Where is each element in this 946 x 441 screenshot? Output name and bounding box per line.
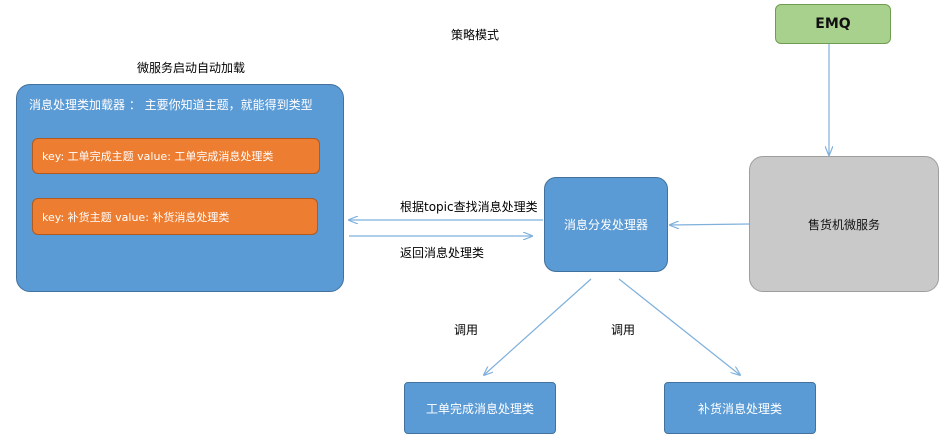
- loader-caption: 微服务启动自动加载: [137, 61, 246, 75]
- restock-handler-node: 补货消息处理类: [664, 382, 816, 434]
- work-order-handler-node: 工单完成消息处理类: [404, 382, 556, 434]
- message-dispatcher-node: 消息分发处理器: [544, 177, 668, 272]
- arrow-vending-to-dispatcher: [670, 224, 750, 225]
- diagram-title: 策略模式: [451, 28, 500, 42]
- edge-label-call-right: 调用: [611, 323, 636, 337]
- arrow-call-restock: [618, 278, 740, 375]
- vending-machine-service-node: 售货机微服务: [749, 156, 939, 292]
- arrow-call-work-order: [484, 278, 592, 375]
- loader-header: 消息处理类加载器 ： 主要你知道主题，就能得到类型: [29, 98, 313, 112]
- edge-label-return: 返回消息处理类: [400, 246, 485, 260]
- edge-label-call-left: 调用: [454, 323, 479, 337]
- loader-entry-restock: key: 补货主题 value: 补货消息处理类: [32, 198, 318, 235]
- message-handler-loader: 消息处理类加载器 ： 主要你知道主题，就能得到类型: [16, 84, 344, 292]
- emq-node: EMQ: [775, 4, 891, 44]
- loader-entry-work-order: key: 工单完成主题 value: 工单完成消息处理类: [32, 138, 320, 174]
- edge-label-lookup: 根据topic查找消息处理类: [400, 200, 538, 214]
